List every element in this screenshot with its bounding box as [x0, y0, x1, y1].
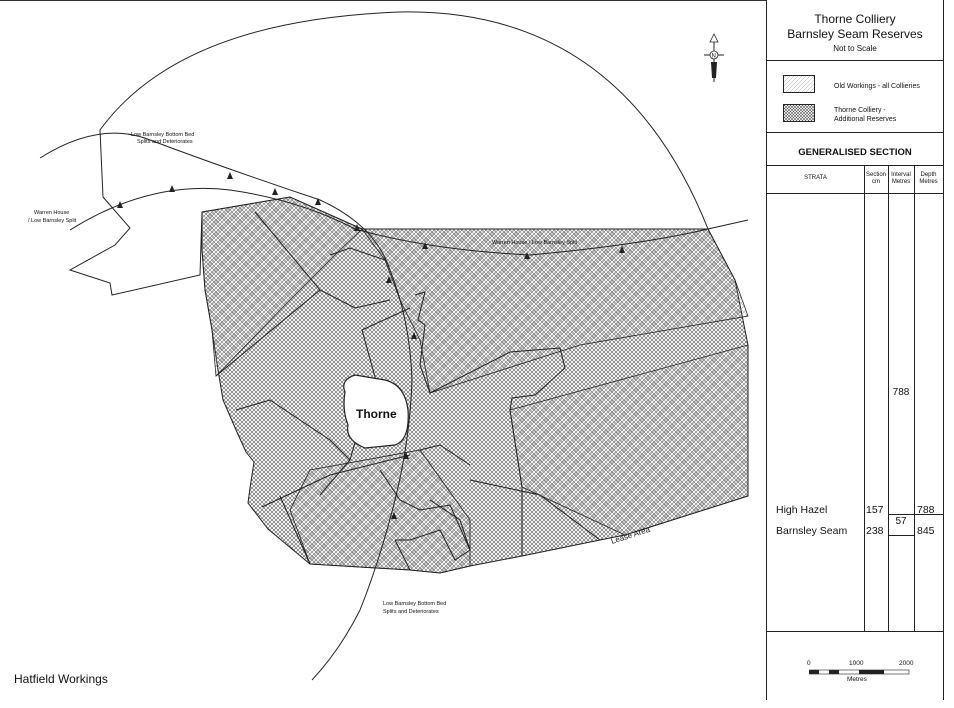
panel-boundaries [215, 211, 601, 571]
row-barnsley-depth: 845 [917, 525, 935, 537]
scale-label-2000: 2000 [899, 660, 914, 667]
north-arrow-icon: N [704, 33, 724, 82]
row-barnsley-name: Barnsley Seam [776, 525, 848, 537]
town-label: Thorne [356, 407, 397, 421]
map-frame-top [0, 0, 766, 1]
legend-key-block: Old Workings - all Collieries Thorne Col… [767, 60, 943, 133]
label-warren-house-1: Warren House [34, 210, 69, 216]
row-barnsley-section: 238 [866, 525, 884, 537]
interval-top-value: 788 [892, 387, 910, 398]
row-high-hazel-name: High Hazel [776, 504, 828, 516]
lease-west-edge [68, 129, 203, 296]
caption-hatfield-workings: Hatfield Workings [14, 672, 108, 686]
legend-title-2: Barnsley Seam Reserves [787, 27, 923, 41]
col-strata: STRATA [804, 175, 827, 181]
thorne-town-outline [343, 374, 409, 449]
fault-ticks [117, 172, 625, 519]
lease-arc [99, 11, 709, 230]
old-workings-area-west [201, 196, 363, 377]
additional-reserves-label-1: Thorne Colliery - [834, 107, 886, 114]
legend-title-1: Thorne Colliery [814, 12, 896, 26]
svg-text:N: N [712, 54, 716, 60]
scale-bar: 0 1000 2000 Metres [807, 660, 917, 690]
map-canvas: Thorne Low Barnsley Bottom Bed Split [0, 0, 766, 681]
interval-between-value: 57 [895, 516, 907, 527]
old-workings-swatch [783, 75, 815, 93]
scale-label-0: 0 [807, 660, 811, 667]
warren-house-split-line [354, 219, 749, 256]
old-workings-label: Old Workings - all Collieries [834, 83, 920, 90]
label-lbb-split-south-1: Low Barnsley Bottom Bed [383, 601, 446, 607]
warren-house-split-west [69, 187, 356, 231]
label-lbb-split-north-1: Low Barnsley Bottom Bed [131, 132, 194, 138]
old-workings-area-north [361, 228, 749, 394]
legend-panel: Thorne Colliery Barnsley Seam Reserves N… [766, 0, 944, 700]
legend-scale-note: Not to Scale [833, 44, 877, 53]
label-lbb-split-north-2: Splits and Deteriorates [137, 139, 193, 145]
additional-reserves-label-2: Additional Reserves [834, 116, 897, 123]
label-warren-line: Warren House / Low Barnsley Split [492, 240, 578, 246]
row-high-hazel-section: 157 [866, 504, 884, 516]
old-workings-area-south [289, 449, 471, 574]
legend-title-block: Thorne Colliery Barnsley Seam Reserves N… [767, 0, 943, 61]
low-barnsley-split-line [39, 132, 413, 681]
label-lbb-split-south-2: Splits and Deteriorates [383, 609, 439, 615]
scale-unit: Metres [847, 676, 867, 683]
section-heading: GENERALISED SECTION [798, 147, 912, 158]
label-warren-house-2: / Low Barnsley Split [28, 218, 77, 224]
scale-label-1000: 1000 [849, 660, 864, 667]
additional-reserves-swatch [783, 104, 815, 122]
row-high-hazel-depth: 788 [917, 504, 935, 516]
